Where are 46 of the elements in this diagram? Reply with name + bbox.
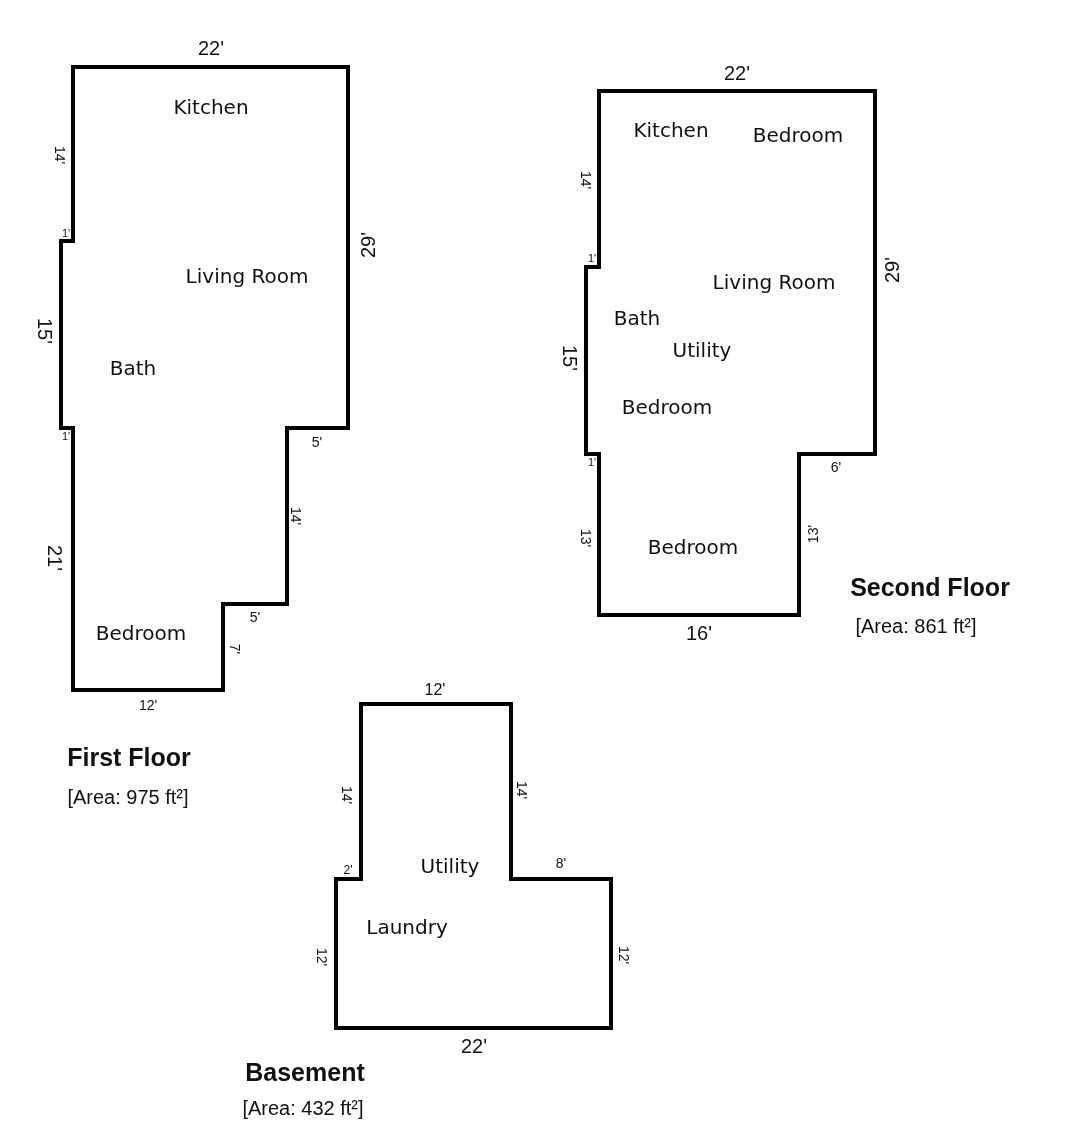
dimension-label: 29' (358, 231, 378, 259)
dimension-label: 7' (228, 643, 242, 655)
room-label: Utility (672, 340, 732, 360)
dimension-label: 14' (579, 170, 593, 190)
dimension-label: 14' (53, 145, 67, 165)
room-label: Bath (109, 358, 157, 378)
dimension-label: 13' (579, 528, 593, 548)
dimension-label: 22' (723, 63, 751, 83)
room-label: Utility (420, 856, 480, 876)
room-label: Bedroom (95, 623, 187, 643)
dimension-label: 29' (882, 256, 902, 284)
room-label: Bath (613, 308, 661, 328)
dimension-label: 2' (343, 864, 353, 876)
room-label: Living Room (185, 266, 309, 286)
dimension-label: 1' (587, 456, 597, 468)
dimension-label: 5' (311, 435, 323, 449)
dimension-label: 14' (340, 785, 354, 805)
floor-title: Basement (245, 1059, 365, 1085)
dimension-label: 15' (35, 317, 55, 345)
dimension-label: 21' (45, 544, 65, 572)
dimension-label: 14' (289, 506, 303, 526)
room-label: Bedroom (647, 537, 739, 557)
floor-title: First Floor (67, 744, 191, 770)
dimension-label: 12' (424, 682, 446, 698)
floor-title: Second Floor (850, 574, 1010, 600)
dimension-label: 1' (587, 252, 597, 264)
dimension-label: 13' (806, 524, 820, 544)
dimension-label: 6' (830, 460, 842, 474)
room-label: Kitchen (173, 97, 249, 117)
dimension-label: 14' (515, 780, 529, 800)
room-label: Living Room (712, 272, 836, 292)
dimension-label: 1' (61, 430, 71, 442)
dimension-label: 1' (61, 227, 71, 239)
area-label: [Area: 432 ft²] (242, 1098, 364, 1118)
room-label: Bedroom (621, 397, 713, 417)
area-label: [Area: 861 ft²] (855, 616, 977, 636)
dimension-label: 16' (685, 623, 713, 643)
area-label: [Area: 975 ft²] (67, 787, 189, 807)
room-label: Laundry (366, 917, 448, 937)
dimension-label: 5' (249, 610, 261, 624)
room-label: Kitchen (633, 120, 709, 140)
dimension-label: 8' (555, 856, 567, 870)
room-label: Bedroom (752, 125, 844, 145)
dimension-label: 22' (197, 38, 225, 58)
dimension-label: 15' (560, 344, 580, 372)
dimension-label: 22' (460, 1036, 488, 1056)
